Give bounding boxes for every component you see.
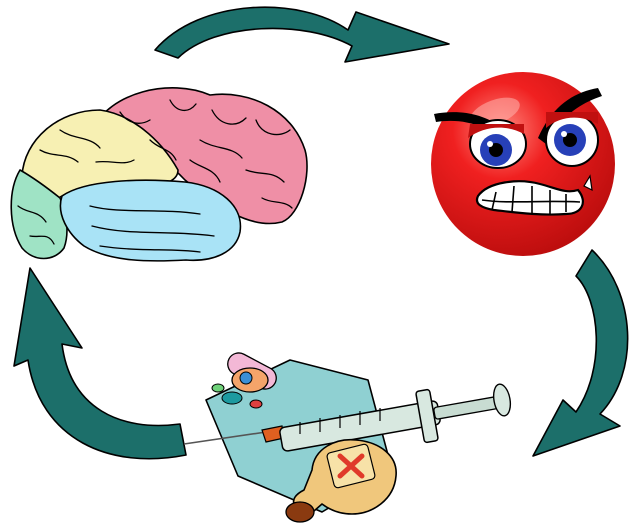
arrow-face-to-drugs <box>533 250 628 456</box>
curved-arrow-icon <box>14 268 186 459</box>
curved-arrow-icon <box>533 250 628 456</box>
curved-arrow-icon <box>155 7 449 62</box>
brain-icon <box>11 88 307 261</box>
angry-face-icon <box>431 72 615 256</box>
drugs-icon <box>184 349 513 522</box>
arrow-drugs-to-brain <box>14 268 186 459</box>
arrow-brain-to-face <box>155 7 449 62</box>
